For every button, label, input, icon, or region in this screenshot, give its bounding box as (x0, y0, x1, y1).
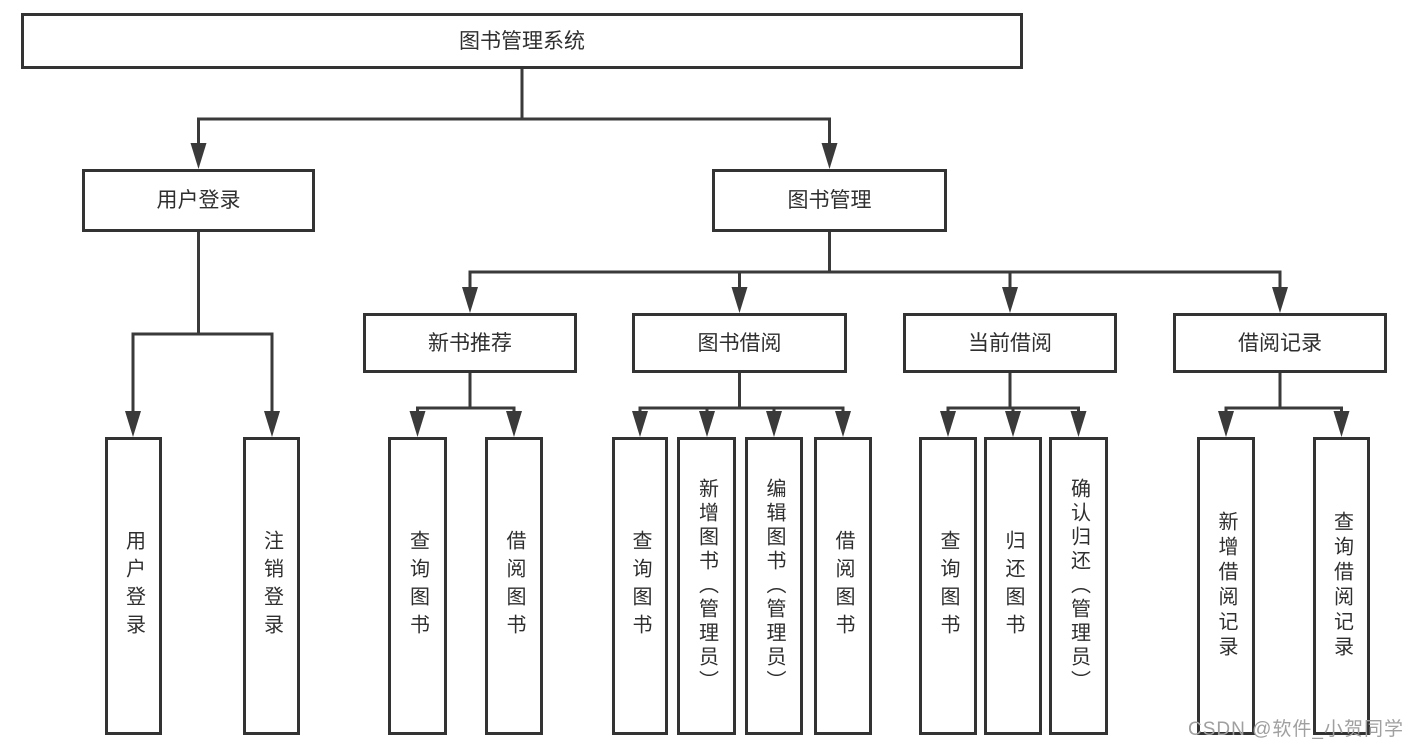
leaf-query-books-borrow: 查询图书 (612, 437, 668, 735)
leaf-return-books: 归还图书 (984, 437, 1042, 735)
leaf-query-books-recommend: 查询图书 (388, 437, 447, 735)
node-borrowing-records: 借阅记录 (1173, 313, 1387, 373)
node-book-borrowing: 图书借阅 (632, 313, 847, 373)
node-book-management: 图书管理 (712, 169, 947, 232)
leaf-query-books-current: 查询图书 (919, 437, 977, 735)
leaf-borrow-books-recommend: 借阅图书 (485, 437, 543, 735)
csdn-watermark: CSDN @软件_小贺同学 (1188, 719, 1404, 740)
leaf-query-borrow-record: 查询借阅记录 (1313, 437, 1370, 735)
leaf-logout: 注销登录 (243, 437, 300, 735)
leaf-add-books-admin: 新增图书（管理员） (677, 437, 736, 735)
leaf-confirm-return-admin: 确认归还（管理员） (1049, 437, 1108, 735)
leaf-add-borrow-record: 新增借阅记录 (1197, 437, 1255, 735)
leaf-borrow-books: 借阅图书 (814, 437, 872, 735)
leaf-user-login: 用户登录 (105, 437, 162, 735)
node-current-borrowing: 当前借阅 (903, 313, 1117, 373)
node-new-book-recommendation: 新书推荐 (363, 313, 577, 373)
node-user-login: 用户登录 (82, 169, 315, 232)
leaf-edit-books-admin: 编辑图书（管理员） (745, 437, 803, 735)
arrowheads (125, 143, 1350, 437)
node-root-book-management-system: 图书管理系统 (21, 13, 1023, 69)
